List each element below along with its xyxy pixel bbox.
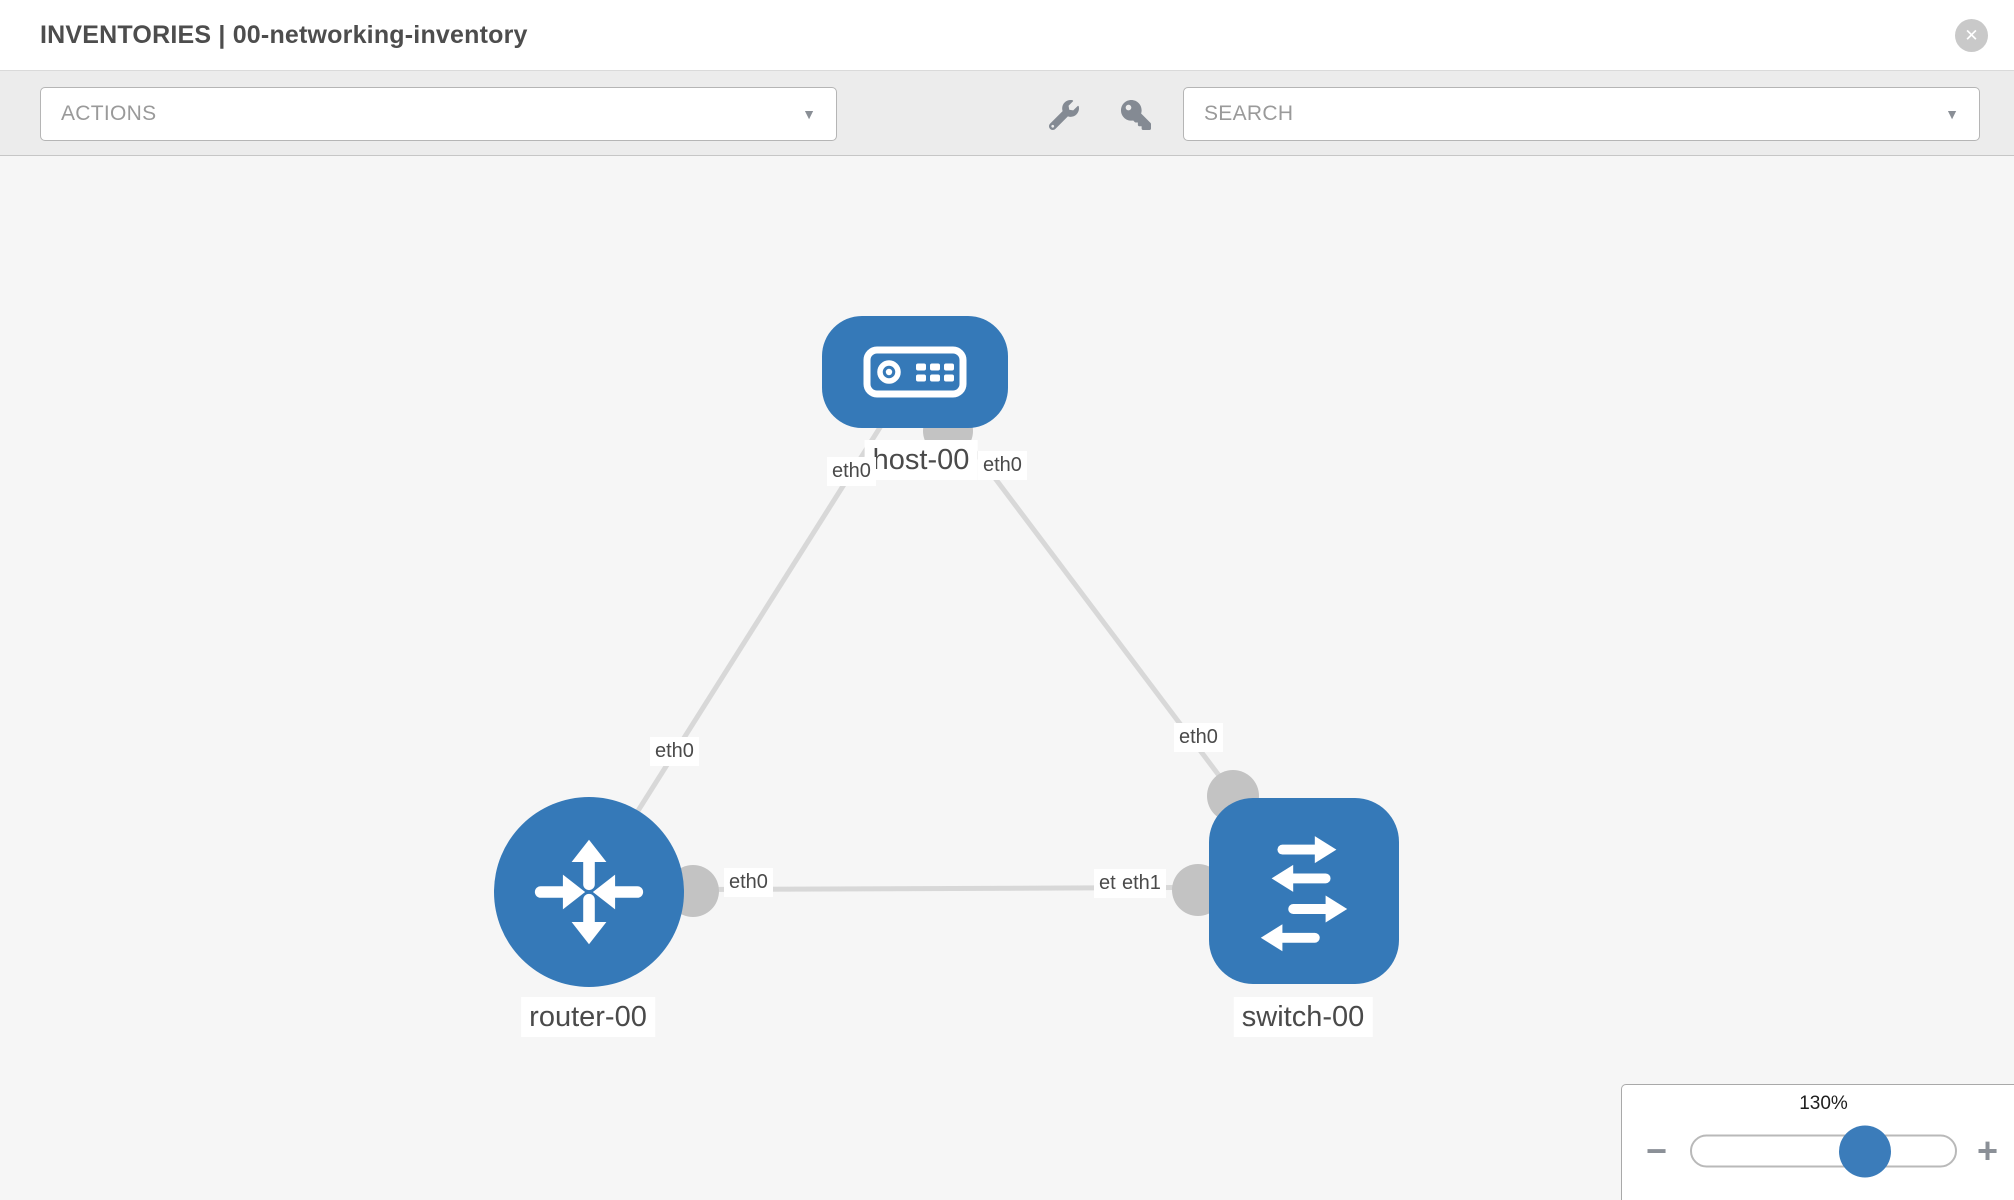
wrench-icon xyxy=(1049,100,1079,130)
topology-edges xyxy=(585,370,1305,917)
router-icon xyxy=(534,839,644,945)
header: INVENTORIES | 00-networking-inventory ✕ xyxy=(0,0,2014,70)
close-icon: ✕ xyxy=(1964,25,1979,45)
chevron-down-icon: ▼ xyxy=(802,106,816,122)
search-input[interactable]: SEARCH ▼ xyxy=(1183,87,1980,141)
node-label-switch: switch-00 xyxy=(1233,997,1373,1038)
node-switch-00[interactable] xyxy=(1209,798,1399,984)
actions-dropdown-label: ACTIONS xyxy=(61,102,157,125)
node-label-router: router-00 xyxy=(521,997,655,1038)
chevron-down-icon: ▼ xyxy=(1945,106,1959,122)
zoom-in-button[interactable]: + xyxy=(1977,1133,1998,1169)
plus-icon: + xyxy=(1976,1130,1998,1171)
zoom-out-button[interactable]: − xyxy=(1646,1133,1667,1169)
switch-icon xyxy=(1260,836,1348,952)
if-label-switch-to-router: eth1 xyxy=(1117,869,1166,898)
actions-dropdown[interactable]: ACTIONS ▼ xyxy=(40,87,837,141)
toolbar: ACTIONS ▼ SEARCH ▼ xyxy=(0,70,2014,156)
host-server-icon xyxy=(863,346,967,398)
minus-icon: − xyxy=(1646,1130,1668,1171)
if-label-router-to-host: eth0 xyxy=(650,737,699,766)
if-label-host-to-switch: eth0 xyxy=(978,451,1027,480)
node-router-00[interactable] xyxy=(494,797,684,987)
page-title: INVENTORIES | 00-networking-inventory xyxy=(40,20,528,49)
zoom-value: 130% xyxy=(1799,1093,1848,1114)
node-host-00[interactable] xyxy=(822,316,1008,428)
if-label-router-to-switch: eth0 xyxy=(724,868,773,897)
close-button[interactable]: ✕ xyxy=(1955,18,1988,52)
topology-canvas[interactable]: host-00 router-00 switch-00 eth0 eth0 et… xyxy=(0,156,2014,1200)
search-placeholder: SEARCH xyxy=(1204,102,1294,125)
zoom-slider[interactable] xyxy=(1690,1125,1957,1177)
credentials-button[interactable] xyxy=(1118,97,1154,133)
key-icon xyxy=(1121,100,1151,130)
if-label-host-to-router: eth0 xyxy=(827,457,876,486)
if-label-switch-to-host: eth0 xyxy=(1174,723,1223,752)
zoom-slider-thumb[interactable] xyxy=(1839,1125,1891,1177)
node-label-host: host-00 xyxy=(864,440,978,481)
configure-button[interactable] xyxy=(1046,97,1082,133)
zoom-panel: 130% − + xyxy=(1621,1084,2014,1200)
zoom-row: − + xyxy=(1622,1125,2014,1177)
